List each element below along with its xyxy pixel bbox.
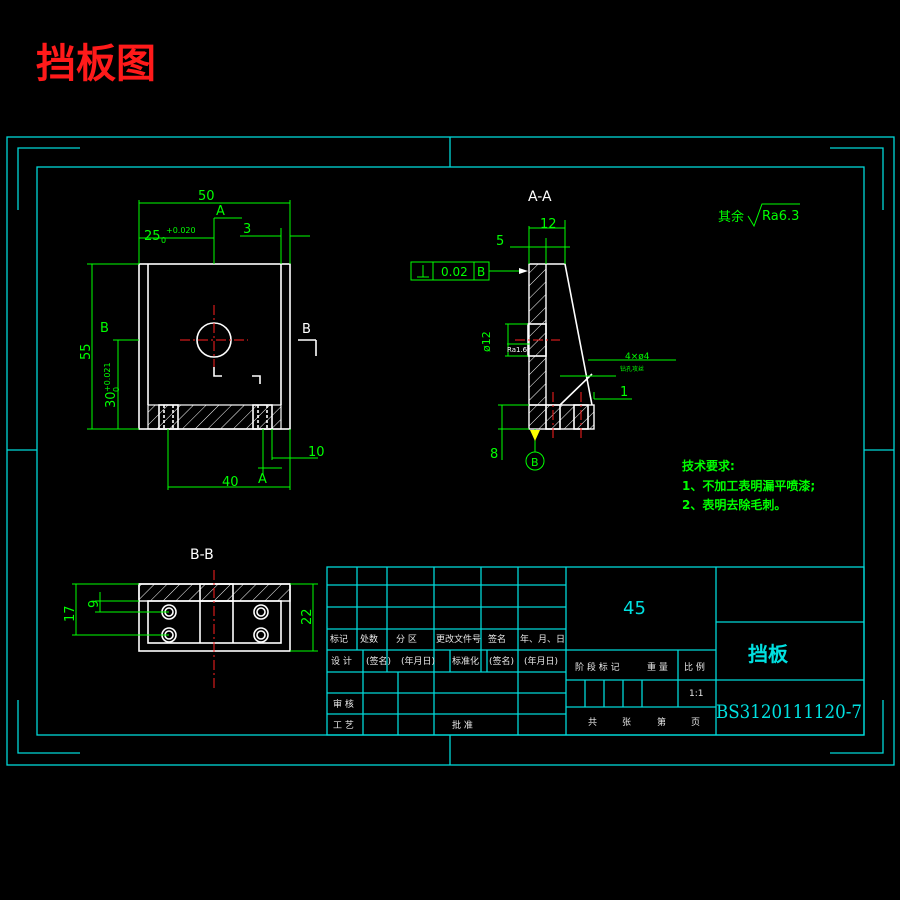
roughness-value: Ra6.3 <box>762 209 799 224</box>
dim-17: 17 <box>63 605 78 622</box>
section-bb-label: B-B <box>190 547 214 563</box>
dim-5: 5 <box>496 234 504 249</box>
scale-value: 1:1 <box>689 689 703 699</box>
section-aa-label: A-A <box>528 189 552 205</box>
tb-weight-label: 重 量 <box>647 661 668 673</box>
tb-design-3: 标准化 <box>452 655 479 667</box>
part-name: 挡板 <box>748 642 789 666</box>
tb-process: 工 艺 <box>333 720 354 731</box>
dim-mid-30: 30 <box>104 391 119 408</box>
tb-row-label-2: 分 区 <box>396 634 417 645</box>
roughness-prefix: 其余 <box>718 209 744 225</box>
top-view-dimensions <box>87 200 318 490</box>
roughness-ra16: Ra1.6 <box>507 346 528 354</box>
section-a-bottom-label: A <box>258 472 267 487</box>
tb-row-label-0: 标记 <box>330 633 348 645</box>
section-b-left-label: B <box>100 321 109 336</box>
dim-width-50: 50 <box>198 189 215 204</box>
dim-small-3: 3 <box>243 222 251 237</box>
tb-review: 审 核 <box>333 698 354 710</box>
note-item-2: 2、表明去除毛刺。 <box>682 497 786 512</box>
tb-row-label-1: 处数 <box>360 633 378 645</box>
section-aa-dimensions <box>410 220 676 471</box>
dim-8: 8 <box>490 447 498 462</box>
dim-bottom-40: 40 <box>222 475 239 490</box>
dim-half-tolerance: +0.020 <box>166 226 196 235</box>
dim-1: 1 <box>620 385 628 400</box>
tb-design-4: (签名) <box>489 655 514 667</box>
tb-sheet-page: 页 <box>691 717 700 728</box>
title-block-grid <box>326 566 865 736</box>
drawing-number: BS3120111120-7 <box>716 701 862 723</box>
tb-design-2: (年月日) <box>401 655 435 667</box>
dim-height-55: 55 <box>79 343 94 360</box>
tolerance-value: 0.02 <box>441 265 468 279</box>
section-bb-dimensions <box>72 583 318 652</box>
dim-mid-tolerance: +0.021 <box>103 362 112 392</box>
dim-mid-sub: 0 <box>112 387 121 392</box>
tb-design-5: (年月日) <box>524 655 558 667</box>
section-a-top-label: A <box>216 204 225 219</box>
dim-22: 22 <box>300 608 315 625</box>
tb-row-label-5: 年、月、日 <box>520 633 565 645</box>
dim-right-10: 10 <box>308 445 325 460</box>
dim-dia-12: ø12 <box>480 331 493 352</box>
tb-row-label-3: 更改文件号 <box>436 633 481 645</box>
hole-note: 4×ø4 <box>625 352 650 362</box>
roughness-symbol-icon <box>747 203 800 228</box>
section-b-right-label: B <box>302 322 311 337</box>
dim-half-25: 25 <box>144 229 161 244</box>
tb-sheet-num: 第 <box>657 716 666 728</box>
tb-stage-label: 阶 段 标 记 <box>575 661 620 673</box>
tb-sheet-unit: 张 <box>622 717 631 728</box>
note-item-1: 1、不加工表明漏平喷漆; <box>682 478 815 493</box>
section-bb-view <box>138 570 291 690</box>
dim-9: 9 <box>87 600 102 608</box>
material-value: 45 <box>623 598 646 619</box>
drawing-title: 挡板图 <box>36 40 156 87</box>
hole-note-sub: 钻孔攻丝 <box>620 365 644 373</box>
datum-b-label: B <box>531 456 539 469</box>
tolerance-datum: B <box>477 265 485 279</box>
dim-half-sub: 0 <box>161 236 166 245</box>
top-view <box>138 263 291 430</box>
tb-row-label-4: 签名 <box>488 633 506 645</box>
tb-approve: 批 准 <box>452 719 473 731</box>
dim-12: 12 <box>540 217 557 232</box>
tb-sheet-total: 共 <box>588 717 597 728</box>
tb-design-0: 设 计 <box>331 655 352 667</box>
tb-scale-label: 比 例 <box>684 661 705 673</box>
tb-design-1: (签名) <box>366 655 391 667</box>
notes-heading: 技术要求: <box>682 458 735 473</box>
